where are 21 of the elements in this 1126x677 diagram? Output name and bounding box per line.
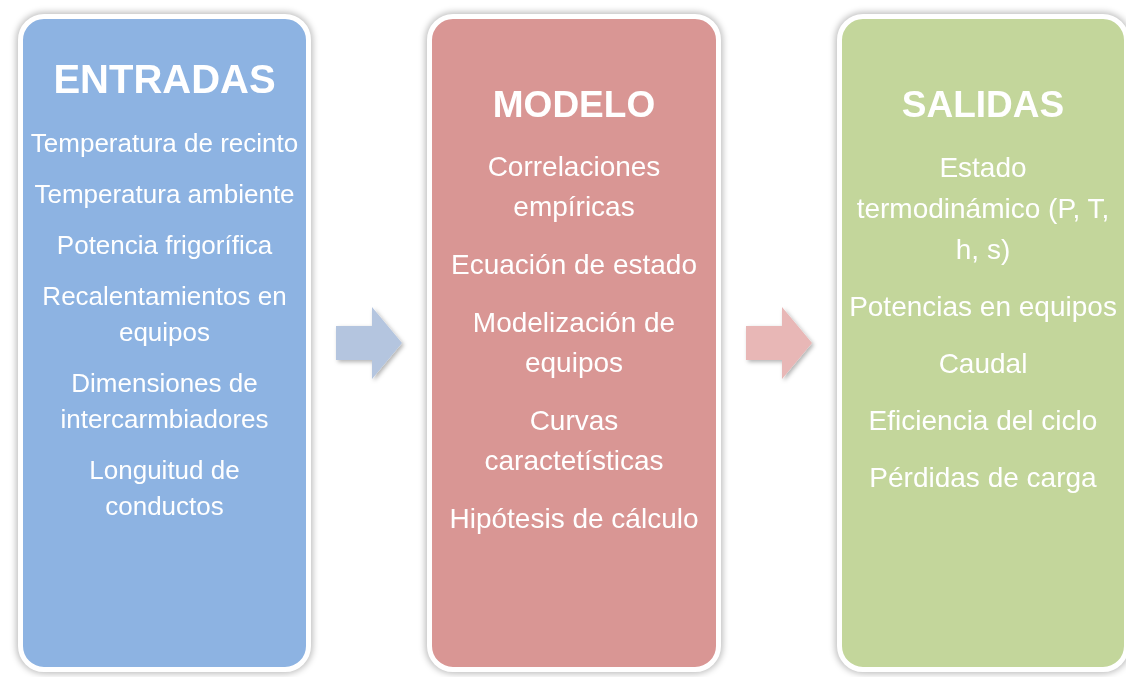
list-item: Caudal	[938, 347, 1028, 382]
list-item: Potencias en equipos	[849, 290, 1117, 325]
column-heading: MODELO	[492, 83, 656, 127]
list-item: Hipótesis de cálculo	[449, 502, 699, 537]
list-item: Modelización de equipos	[471, 306, 677, 381]
list-item: Dimensiones de intercarmbiadores	[59, 367, 270, 436]
block-arrow	[746, 307, 812, 379]
column-heading: ENTRADAS	[53, 56, 276, 103]
list-item: Longuitud de conductos	[88, 454, 241, 523]
list-item: Recalentamientos en equipos	[41, 280, 288, 349]
list-item: Estado termodinámico (P, T, h, s)	[855, 151, 1111, 268]
block-arrow	[336, 307, 402, 379]
list-item: Temperatura ambiente	[34, 178, 295, 211]
list-item: Pérdidas de carga	[869, 461, 1097, 496]
list-item: Ecuación de estado	[451, 248, 697, 283]
list-item: Eficiencia del ciclo	[868, 404, 1098, 439]
list-item: Curvas caractetísticas	[483, 404, 665, 479]
column-heading: SALIDAS	[901, 83, 1065, 127]
list-item: Correlaciones empíricas	[486, 150, 662, 225]
list-item: Temperatura de recinto	[30, 127, 299, 160]
list-item: Potencia frigorífica	[56, 229, 273, 262]
